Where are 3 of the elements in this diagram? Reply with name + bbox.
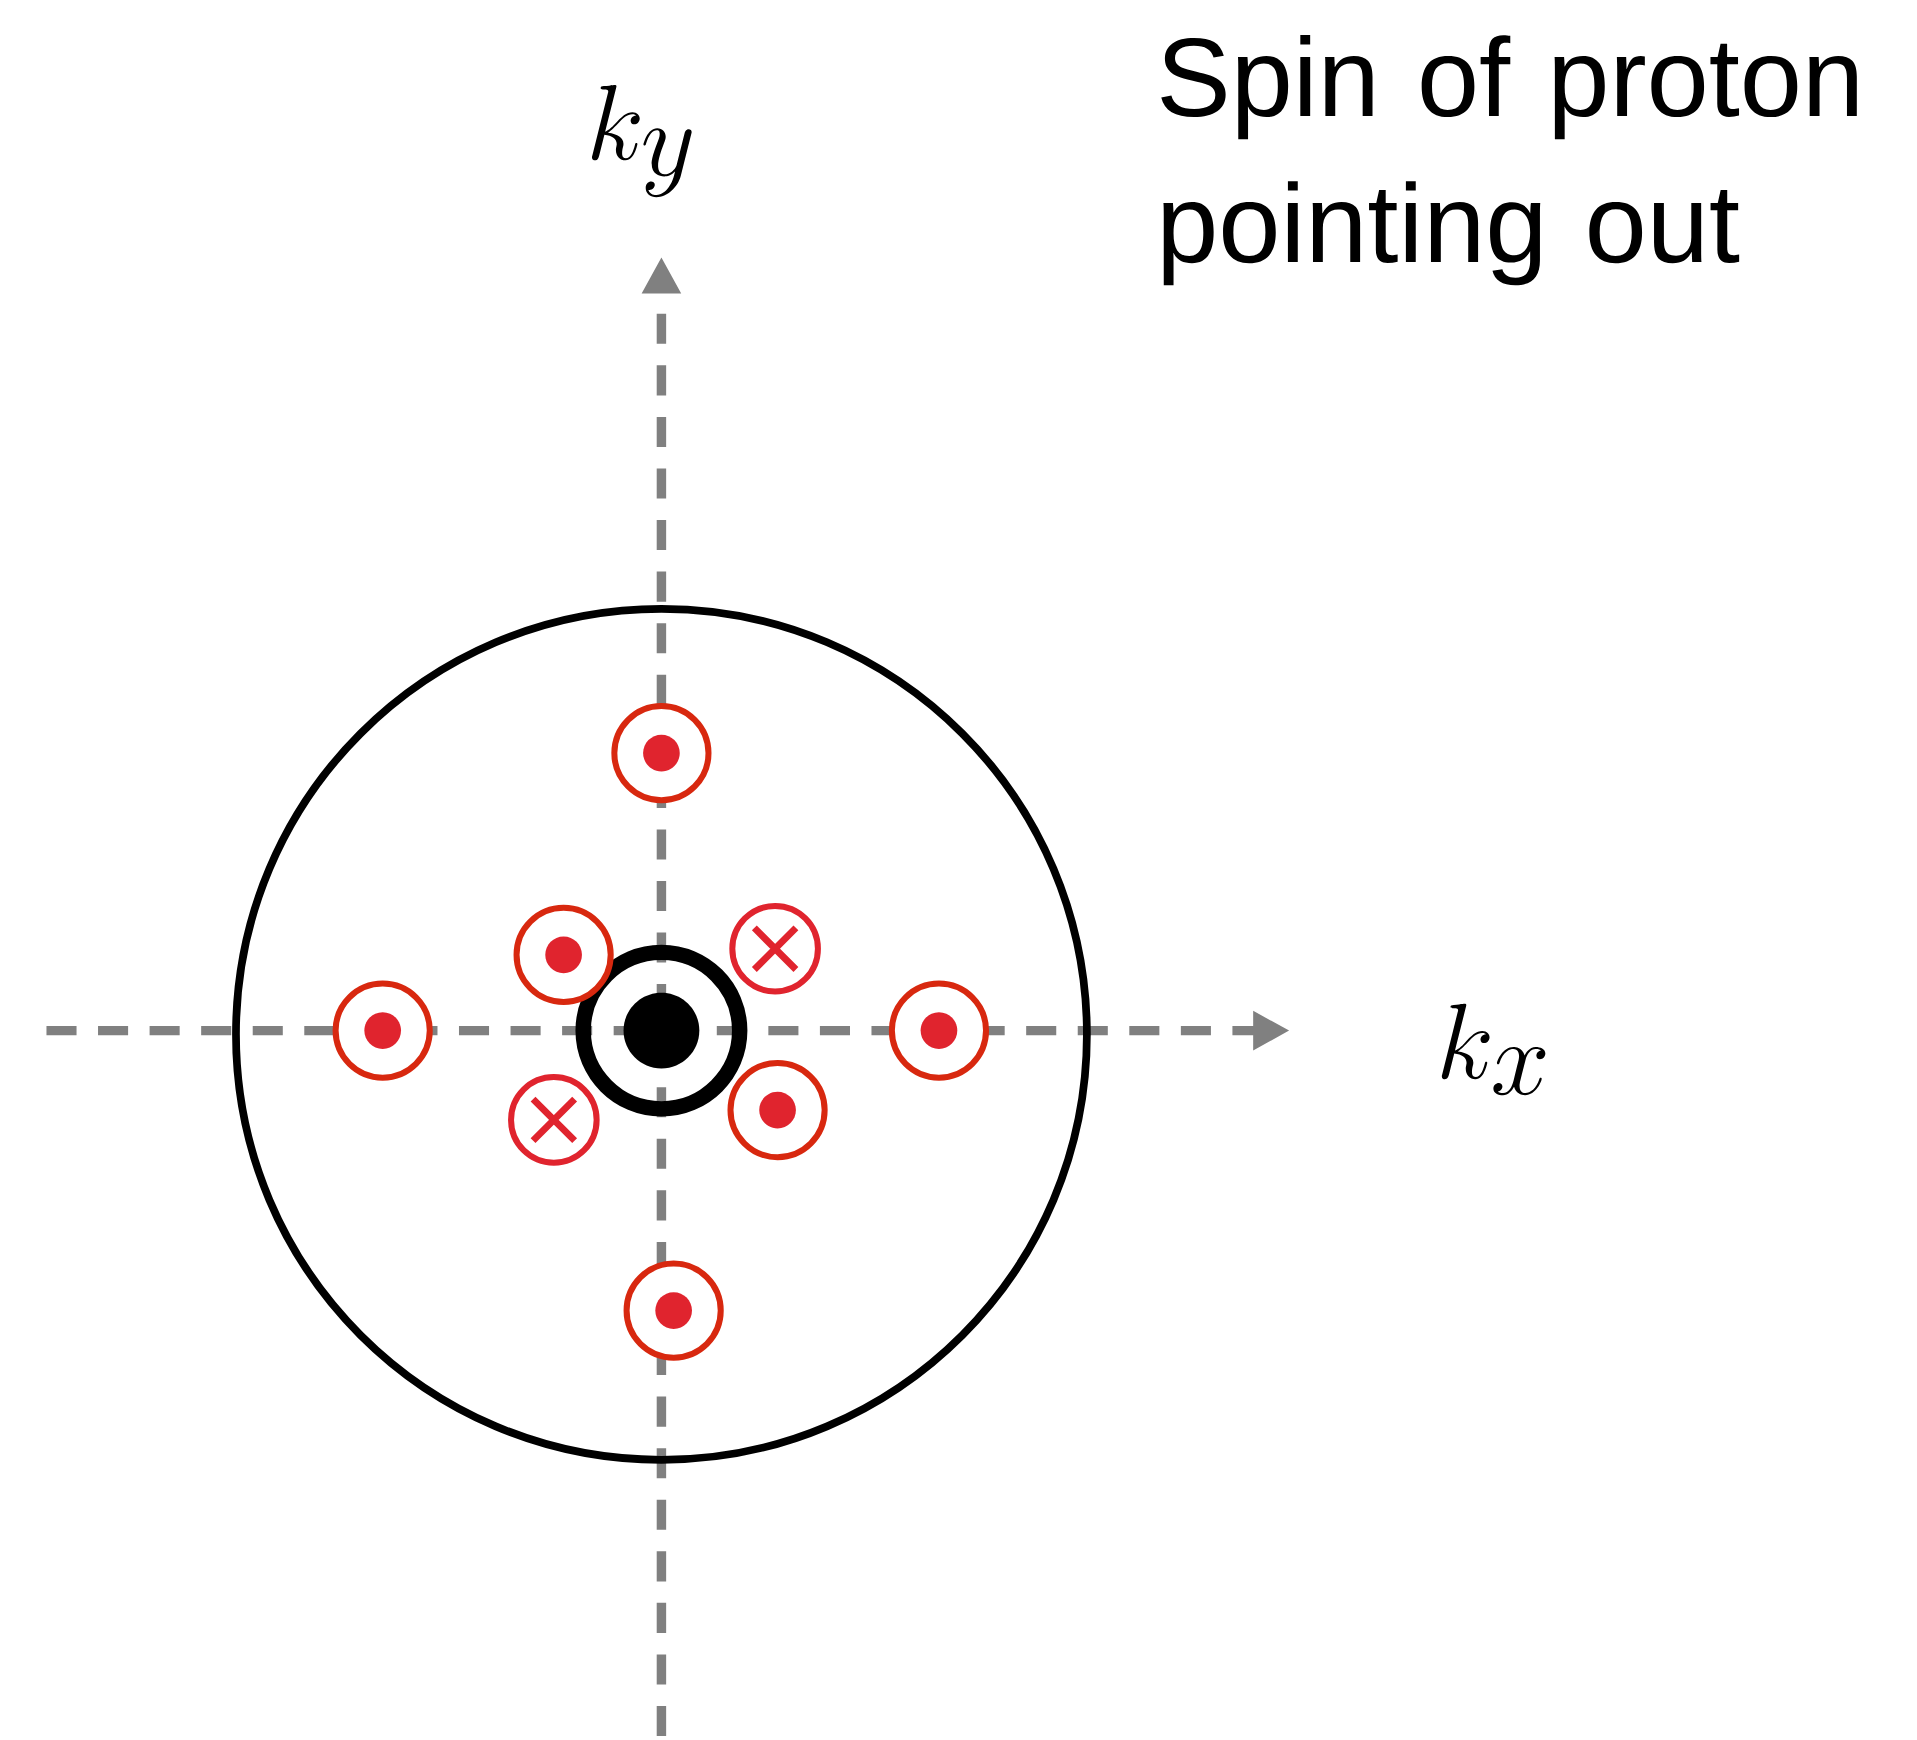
axis-label: $k_x$: [1441, 1004, 1546, 1096]
annotation-text: Spin of proton pointing out: [1161, 35, 1857, 286]
axis-label: $k_y$: [592, 85, 692, 198]
